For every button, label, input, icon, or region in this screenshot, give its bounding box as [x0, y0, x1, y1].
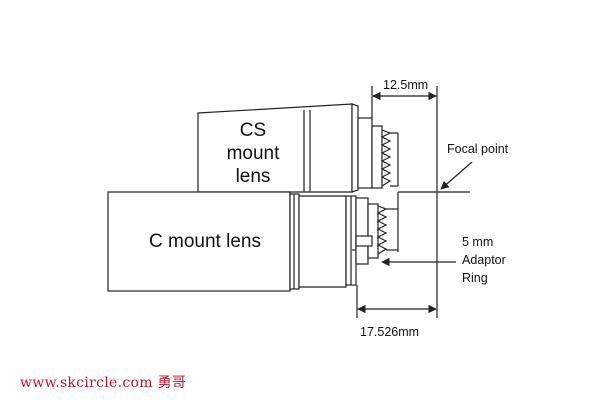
c-mount-lens — [107, 191, 357, 292]
adaptor-label-line2: Adaptor — [462, 253, 506, 267]
c-lens-label: C mount lens — [149, 231, 261, 252]
adaptor-ring — [352, 192, 399, 265]
cs-lens-label-line3: lens — [236, 166, 271, 187]
cs-mount-lens — [197, 103, 399, 193]
cs-lens-label-line2: mount — [227, 143, 281, 164]
cs-lens-label-line1: CS — [240, 120, 266, 141]
adaptor-label-line1: 5 mm — [462, 235, 493, 249]
focal-point-arrow — [440, 161, 473, 190]
dim-top-label: 12.5mm — [383, 78, 428, 92]
focal-point-label: Focal point — [447, 142, 509, 156]
watermark: www.skcircle.com 勇哥 — [20, 375, 187, 391]
adaptor-label-line3: Ring — [462, 271, 488, 285]
dim-bottom-label: 17.526mm — [360, 325, 419, 339]
